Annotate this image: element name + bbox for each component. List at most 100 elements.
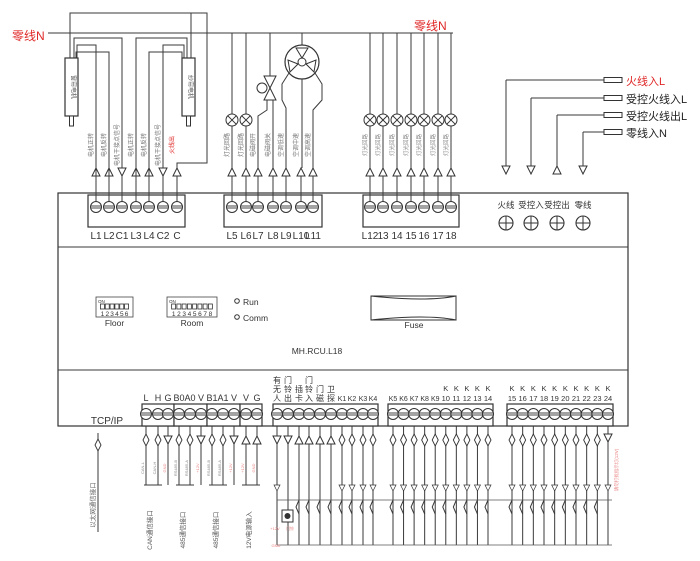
arrow-up-icon bbox=[326, 434, 336, 445]
dip-toggle[interactable] bbox=[100, 303, 105, 310]
lamp-cross bbox=[419, 115, 429, 125]
switch-icon bbox=[484, 499, 489, 515]
terminal-K17 bbox=[527, 408, 540, 420]
terminal-K24 bbox=[602, 408, 614, 420]
terminal-label: K7 bbox=[410, 396, 419, 403]
comm-wire-label: RS485-B bbox=[206, 460, 211, 477]
bidirectional-arrow-icon bbox=[369, 432, 377, 448]
terminal-label: 16 bbox=[418, 231, 430, 242]
comm-wire-label: RS485-A bbox=[217, 460, 222, 477]
indicator-diode-icon bbox=[431, 484, 439, 492]
run-label: Run bbox=[243, 297, 259, 307]
arrow-down-icon bbox=[526, 165, 536, 176]
dip-toggle[interactable] bbox=[171, 303, 177, 310]
bidirectional-arrow-icon bbox=[219, 432, 227, 448]
terminal-label-char: 门 bbox=[284, 375, 292, 385]
terminal-K9 bbox=[429, 408, 442, 420]
arrow-up-icon bbox=[241, 166, 251, 177]
terminal-插卡 bbox=[293, 408, 305, 420]
terminal-label-k: K bbox=[573, 384, 578, 393]
wire-label: 空调低速 bbox=[277, 133, 285, 157]
bidirectional-arrow-icon bbox=[400, 432, 408, 448]
dip-toggle[interactable] bbox=[197, 303, 203, 310]
dip-toggle[interactable] bbox=[192, 303, 198, 310]
bidirectional-arrow-icon bbox=[593, 432, 601, 448]
terminal-label-char: 无 bbox=[273, 385, 281, 394]
dip-toggle[interactable] bbox=[124, 303, 129, 310]
switch-icon bbox=[348, 499, 353, 515]
screw-head bbox=[471, 408, 484, 420]
terminal-label: 17 bbox=[529, 394, 537, 403]
terminal-B0 bbox=[173, 408, 185, 420]
dip-toggle[interactable] bbox=[207, 303, 213, 310]
switch-icon bbox=[316, 499, 321, 515]
terminal-label: 21 bbox=[572, 394, 580, 403]
wire-label: 灯光回路 bbox=[415, 134, 423, 157]
terminal-label: K2 bbox=[348, 396, 357, 403]
wire-label: 电磁阀关 bbox=[264, 133, 272, 157]
screw-head bbox=[559, 408, 572, 420]
screw-head bbox=[173, 408, 185, 420]
screw-head bbox=[252, 201, 264, 213]
terminal-L5 bbox=[226, 201, 238, 213]
dip-toggle[interactable] bbox=[114, 303, 120, 310]
screw-head bbox=[445, 201, 457, 213]
terminal-label: 16 bbox=[518, 394, 526, 403]
terminal-label-k: K bbox=[605, 384, 610, 393]
terminal-label: K3 bbox=[359, 396, 368, 403]
fuse-outline bbox=[370, 295, 457, 321]
wire-connector-icon bbox=[603, 77, 623, 83]
arrow-up-icon bbox=[241, 434, 251, 445]
wire-connector-icon bbox=[603, 95, 623, 101]
motor-icon bbox=[64, 57, 79, 127]
wire-label: 电机反转 bbox=[140, 133, 148, 157]
dip-toggle[interactable] bbox=[181, 303, 187, 310]
dip-number: 1 bbox=[172, 311, 176, 318]
dip-number: 5 bbox=[193, 311, 197, 318]
terminal-G bbox=[251, 408, 263, 420]
switch-icon bbox=[463, 499, 468, 515]
dip-toggle[interactable] bbox=[104, 303, 110, 310]
dip-toggle[interactable] bbox=[186, 303, 192, 310]
arrow-up-icon bbox=[392, 166, 402, 177]
wire-label: 灯光回路 bbox=[402, 134, 410, 157]
dip-toggle[interactable] bbox=[119, 303, 125, 310]
terminal-label-char: 门 bbox=[316, 384, 324, 394]
screw-head bbox=[397, 408, 410, 420]
terminal-label: K9 bbox=[431, 396, 440, 403]
dip-toggle[interactable] bbox=[176, 303, 182, 310]
comm-group-label: CAN通信接口 bbox=[145, 510, 154, 550]
screw-head bbox=[387, 408, 399, 420]
arrow-down-icon bbox=[578, 165, 588, 176]
wire-label: 灯光回路 bbox=[237, 133, 245, 157]
comm-wire-label: CAN-L bbox=[140, 461, 145, 474]
terminal-K20 bbox=[559, 408, 572, 420]
arrow-down-icon bbox=[283, 435, 293, 446]
terminal-V bbox=[228, 408, 240, 420]
screw-head bbox=[240, 408, 252, 420]
screw-head bbox=[303, 408, 315, 420]
indicator-diode-icon bbox=[519, 484, 527, 492]
bidirectional-arrow-icon bbox=[338, 432, 346, 448]
switch-icon bbox=[540, 499, 545, 515]
terminal-label: 14 bbox=[484, 394, 492, 403]
bidirectional-arrow-icon bbox=[508, 432, 516, 448]
arrow-up-icon bbox=[419, 166, 429, 177]
terminal-label: L6 bbox=[240, 231, 252, 242]
lamp-icon bbox=[444, 113, 458, 127]
dip-toggle[interactable] bbox=[109, 303, 115, 310]
wire-connector-icon bbox=[603, 112, 623, 118]
switch-icon bbox=[400, 499, 405, 515]
terminal-A0 bbox=[184, 408, 196, 420]
arrow-down-icon bbox=[196, 435, 206, 446]
screw-head bbox=[171, 201, 183, 213]
terminal-K21 bbox=[570, 408, 582, 420]
switch-icon bbox=[359, 499, 364, 515]
dip-toggle[interactable] bbox=[202, 303, 208, 310]
screw-head bbox=[307, 201, 319, 213]
comm-group-label: 485通信接口 bbox=[211, 512, 220, 549]
screw-head bbox=[143, 201, 155, 213]
terminal-14 bbox=[391, 201, 403, 213]
dip-number: 6 bbox=[198, 311, 202, 318]
terminal-label: 10 bbox=[442, 394, 450, 403]
